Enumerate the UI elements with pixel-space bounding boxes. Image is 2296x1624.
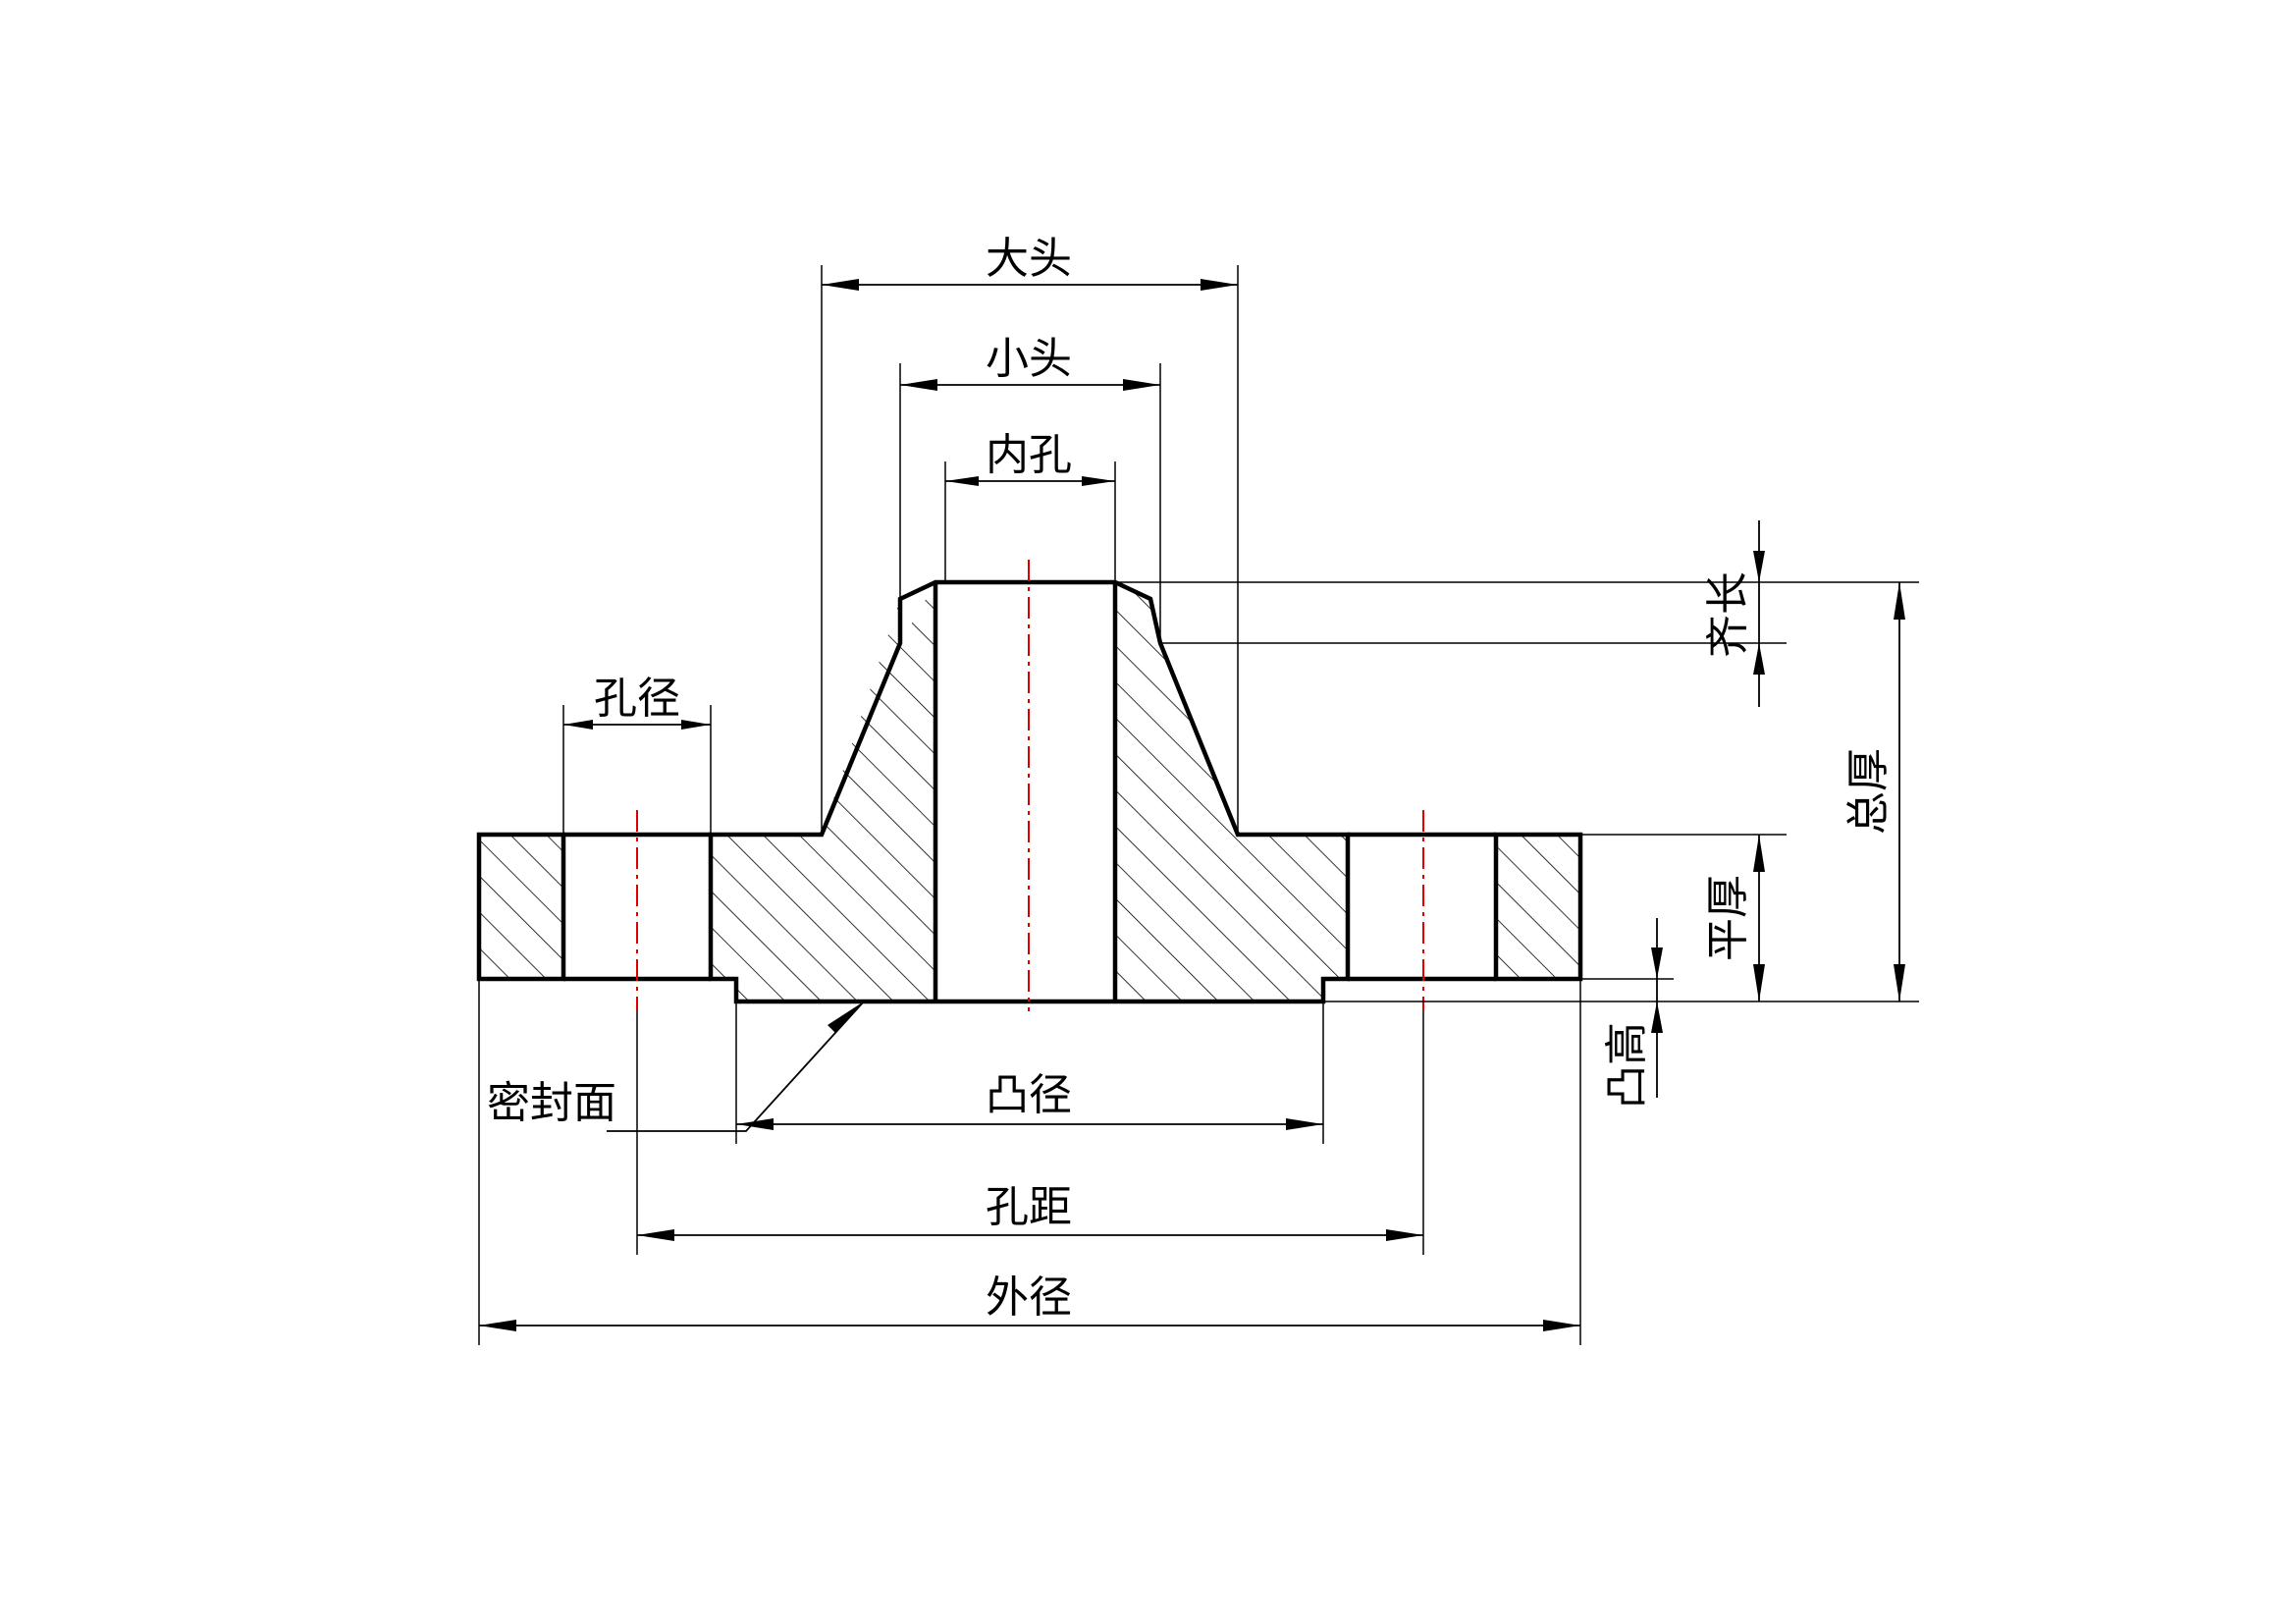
dimension-labels: 大头 小头 内孔 孔径 凸径 孔距 外径 密封面 齐长 总厚 平厚 凸高	[487, 234, 1894, 1323]
label-flange-thickness: 平厚	[1703, 875, 1753, 961]
label-outer-dia: 外径	[986, 1272, 1072, 1323]
label-bolt-circle: 孔距	[986, 1182, 1072, 1232]
arrowheads	[479, 279, 1905, 1331]
label-big-head: 大头	[986, 234, 1072, 284]
extension-lines	[478, 265, 1919, 1345]
label-sealing-face: 密封面	[487, 1078, 616, 1128]
label-hole-dia: 孔径	[594, 674, 680, 724]
label-bore: 内孔	[986, 430, 1072, 480]
label-small-head: 小头	[986, 334, 1072, 384]
center-lines	[636, 560, 1424, 1011]
label-raised-face-dia: 凸径	[986, 1070, 1072, 1120]
label-raised-face-height: 凸高	[1602, 1022, 1652, 1109]
label-total-thickness: 总厚	[1843, 748, 1894, 835]
label-neck-length: 齐长	[1703, 571, 1753, 658]
sealing-face-leader	[607, 1001, 865, 1132]
section-hatching	[479, 582, 1580, 1001]
